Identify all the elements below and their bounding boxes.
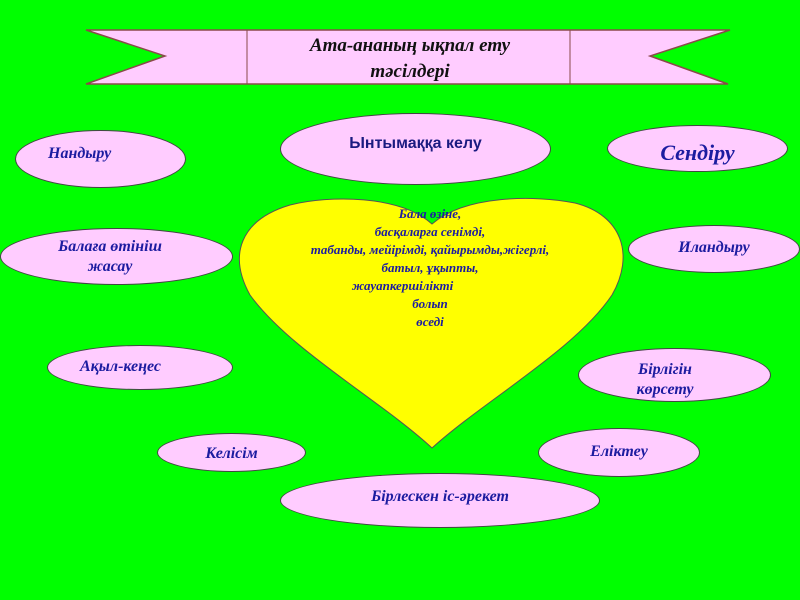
title-line-2: тәсілдері [370, 61, 450, 82]
heart-line: табанды, мейірімді, қайырымды,жігерлі, [310, 242, 550, 257]
bubble-ilandyru [628, 225, 800, 273]
label-akyl: Ақыл-кеңес [80, 358, 162, 375]
heart-line: болып [412, 296, 448, 311]
heart-line: жауапкершілікті [351, 278, 454, 293]
bubble-birlik [578, 348, 771, 402]
bubble-birlesken [280, 473, 600, 528]
heart-line: Бала өзіне, [398, 206, 462, 221]
label-birlesken: Бірлескен іс-әрекет [371, 488, 509, 505]
heart-line: батыл, ұқыпты, [381, 260, 479, 275]
label-nandyru: Нандыру [48, 145, 112, 162]
bubble-akyl [47, 345, 233, 390]
label-ilandyru: Иландыру [678, 239, 750, 256]
label-eliktey: Еліктеу [590, 443, 648, 460]
label-sendiru: Сендіру [660, 140, 735, 165]
label-yntymakka: Ынтымаққа келу [349, 135, 482, 152]
label-birlik-line2: көрсету [636, 381, 694, 398]
label-kelisim: Келісім [205, 445, 258, 462]
bubble-yntymakka [280, 113, 551, 185]
bubble-kelisim [157, 433, 306, 472]
bubble-otinish [0, 228, 233, 285]
title-line-1: Ата-ананың ықпал ету [309, 35, 511, 56]
label-birlik: Бірлігін көрсету [600, 360, 730, 400]
label-otinish-line2: жасау [87, 258, 133, 275]
label-otinish-line1: Балаға өтініш [58, 238, 162, 255]
heart-line: өседі [416, 314, 444, 329]
heart-shape [238, 197, 624, 449]
label-otinish: Балаға өтініш жасау [40, 237, 180, 277]
heart-text: Бала өзіне, басқаларға сенімді, табанды,… [240, 205, 620, 331]
heart-line: басқаларға сенімді, [374, 224, 486, 239]
label-birlik-line1: Бірлігін [638, 361, 692, 378]
page-title: Ата-ананың ықпал ету тәсілдері [250, 33, 570, 85]
bubble-nandyru [15, 130, 186, 188]
bubble-eliktey [538, 428, 700, 477]
bubble-sendiru [607, 125, 788, 172]
